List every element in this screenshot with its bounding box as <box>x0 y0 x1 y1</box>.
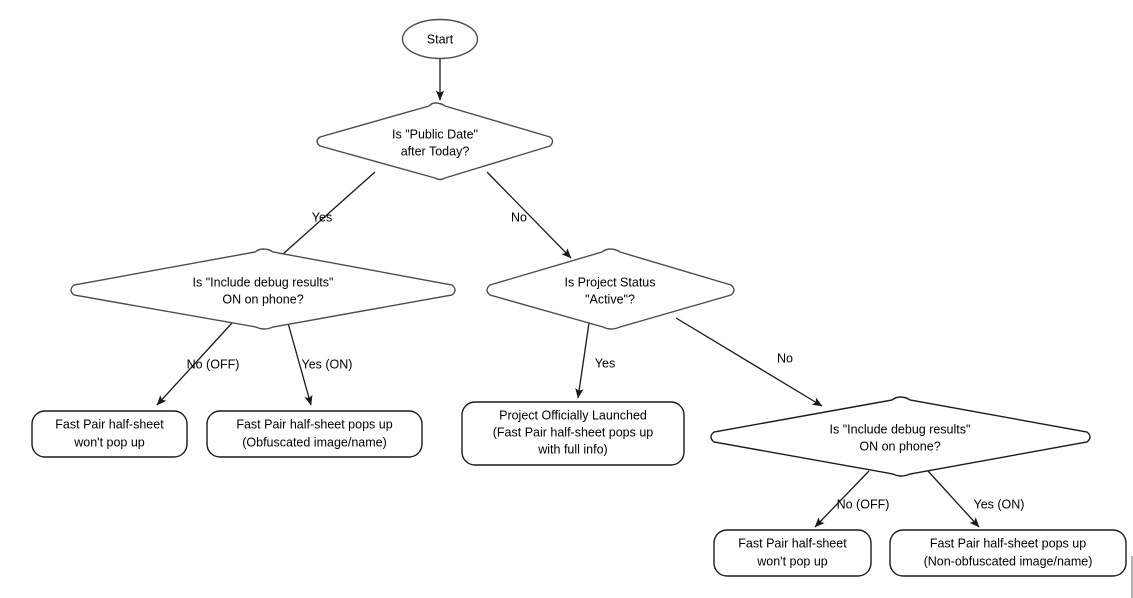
node-result-right-off[interactable]: Fast Pair half-sheet won't pop up <box>713 529 872 577</box>
edge-debug-right-yes: Yes (ON) <box>927 470 1025 528</box>
node-decision-public-date-line2: after Today? <box>401 144 470 158</box>
node-decision-debug-left-line2: ON on phone? <box>222 292 303 306</box>
edge-project-status-yes-line <box>575 322 590 399</box>
node-decision-public-date[interactable]: Is "Public Date" after Today? <box>316 102 554 181</box>
node-decision-debug-left[interactable]: Is "Include debug results" ON on phone? <box>70 248 456 330</box>
node-result-left-off-line1: Fast Pair half-sheet <box>55 417 164 431</box>
node-result-left-on-line2: (Obfuscated image/name) <box>242 435 387 449</box>
edge-public-date-yes-line <box>273 171 376 263</box>
edge-debug-right-no: No (OFF) <box>814 470 890 528</box>
edge-public-date-no: No <box>486 171 572 259</box>
node-result-right-on[interactable]: Fast Pair half-sheet pops up (Non-obfusc… <box>889 529 1127 577</box>
edge-label-debug-right-no: No (OFF) <box>837 497 890 511</box>
edge-label-project-status-yes: Yes <box>595 356 615 370</box>
edge-label-debug-left-yes: Yes (ON) <box>302 357 353 371</box>
edge-project-status-no: No <box>675 317 823 407</box>
node-decision-debug-right-line2: ON on phone? <box>859 439 940 453</box>
node-result-right-on-shape <box>889 529 1127 577</box>
node-result-right-on-line2: (Non-obfuscated image/name) <box>924 554 1093 568</box>
edge-debug-right-no-line <box>814 470 870 528</box>
edge-project-status-no-line <box>675 317 823 407</box>
edge-label-project-status-no: No <box>777 351 793 365</box>
edge-debug-left-no-line <box>156 322 233 406</box>
node-start-shape <box>401 18 479 60</box>
node-start-label: Start <box>427 32 454 46</box>
node-decision-debug-right-shape <box>710 396 1091 477</box>
edge-project-status-yes: Yes <box>575 322 615 399</box>
node-start[interactable]: Start <box>401 18 479 60</box>
edge-public-date-no-line <box>486 171 572 259</box>
node-result-left-off[interactable]: Fast Pair half-sheet won't pop up <box>31 410 188 458</box>
node-decision-debug-right-line1: Is "Include debug results" <box>830 422 971 436</box>
edge-label-public-date-no: No <box>511 210 527 224</box>
edge-debug-left-yes: Yes (ON) <box>287 322 353 406</box>
node-decision-debug-right[interactable]: Is "Include debug results" ON on phone? <box>710 396 1091 477</box>
node-result-right-off-shape <box>713 529 872 577</box>
node-result-launched-line1: Project Officially Launched <box>499 408 647 422</box>
node-result-left-off-shape <box>31 410 188 458</box>
edge-public-date-yes: Yes <box>273 171 376 263</box>
node-decision-debug-left-line1: Is "Include debug results" <box>193 275 334 289</box>
edge-label-debug-left-no: No (OFF) <box>187 357 240 371</box>
node-result-launched-line3: with full info) <box>537 442 607 456</box>
page-edge-rule <box>1131 556 1133 598</box>
node-decision-project-status-line2: "Active"? <box>585 292 635 306</box>
node-result-left-on-line1: Fast Pair half-sheet pops up <box>236 417 392 431</box>
node-result-launched-shape <box>461 401 685 466</box>
edge-label-public-date-yes: Yes <box>312 210 332 224</box>
edge-label-debug-right-yes: Yes (ON) <box>974 497 1025 511</box>
edge-debug-left-yes-line <box>287 322 313 406</box>
edge-debug-left-no: No (OFF) <box>156 322 240 406</box>
node-result-left-on[interactable]: Fast Pair half-sheet pops up (Obfuscated… <box>206 410 423 458</box>
node-result-left-on-shape <box>206 410 423 458</box>
node-decision-project-status-line1: Is Project Status <box>564 275 655 289</box>
edge-debug-right-yes-line <box>927 470 980 528</box>
node-decision-project-status[interactable]: Is Project Status "Active"? <box>486 248 735 330</box>
node-result-left-off-line2: won't pop up <box>73 435 145 449</box>
node-result-right-on-line1: Fast Pair half-sheet pops up <box>930 536 1086 550</box>
node-result-launched-line2: (Fast Pair half-sheet pops up <box>493 425 654 439</box>
node-decision-debug-left-shape <box>70 248 456 330</box>
node-result-launched[interactable]: Project Officially Launched (Fast Pair h… <box>461 401 685 466</box>
node-result-right-off-line1: Fast Pair half-sheet <box>738 536 847 550</box>
node-decision-project-status-shape <box>486 248 735 330</box>
node-decision-public-date-shape <box>316 102 554 181</box>
node-result-right-off-line2: won't pop up <box>756 554 828 568</box>
node-decision-public-date-line1: Is "Public Date" <box>392 127 478 141</box>
